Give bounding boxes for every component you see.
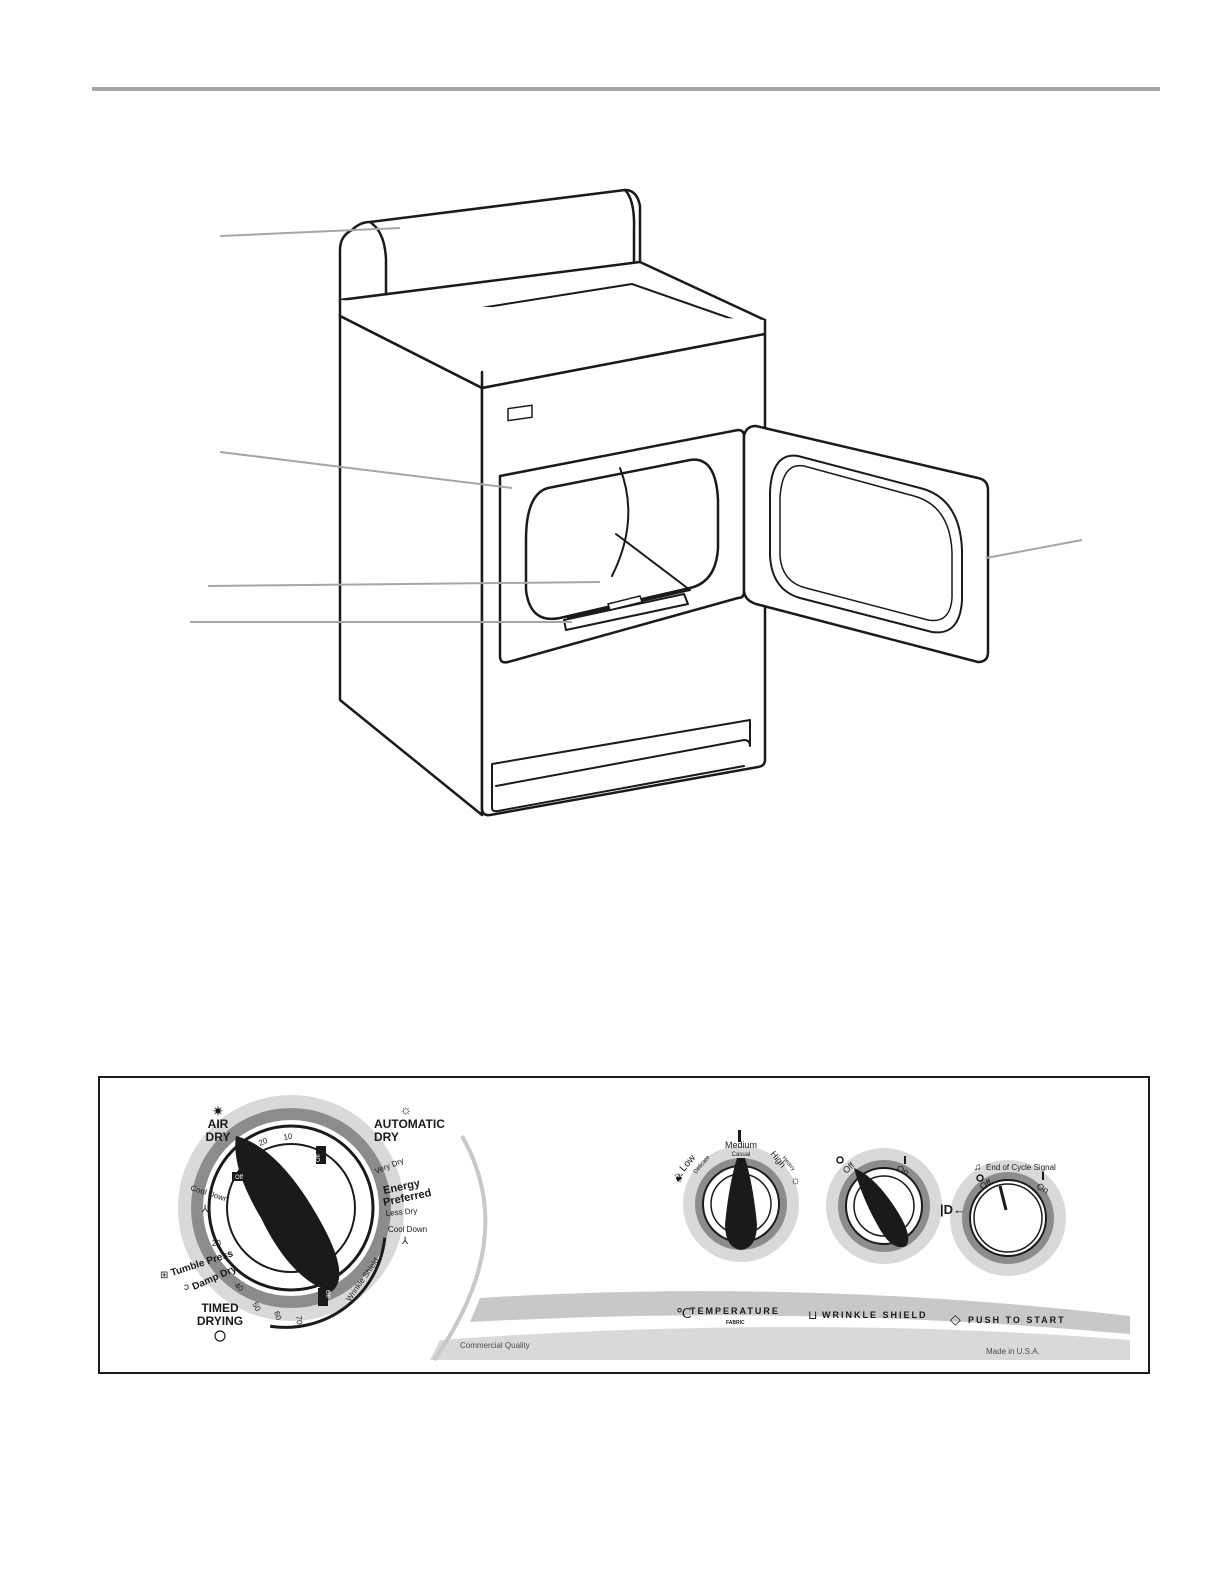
wrinkle-knob-pointer bbox=[854, 1168, 909, 1248]
tick-20: 20 bbox=[257, 1136, 269, 1148]
timed-drying-label-1: TIMED bbox=[201, 1301, 239, 1315]
temp-medium-label: Medium bbox=[725, 1140, 757, 1150]
damp-dry-icon: ↄ bbox=[184, 1282, 189, 1293]
off-mark-auto-text: Off bbox=[316, 1154, 322, 1162]
made-in-label: Made in U.S.A. bbox=[986, 1347, 1040, 1356]
bell-icon: ♫ bbox=[974, 1162, 982, 1173]
dryer-illustration bbox=[190, 188, 1083, 817]
high-sun-icon: ☼ bbox=[790, 1173, 801, 1187]
model-plate bbox=[507, 404, 533, 422]
start-icon: ◇ bbox=[950, 1311, 961, 1327]
off-mark-air bbox=[232, 1172, 248, 1181]
top-rule bbox=[92, 87, 1160, 91]
end-of-cycle-signal-selector[interactable] bbox=[950, 1160, 1066, 1276]
automatic-dry-label-2: DRY bbox=[374, 1130, 399, 1144]
temp-casual-label: Casual bbox=[732, 1152, 751, 1158]
control-panel-drawing: ✷ AIR DRY ☼ AUTOMATIC DRY Very Dry Energ… bbox=[160, 1095, 1130, 1362]
tick-70: 70 bbox=[294, 1315, 304, 1325]
dryer-drawing bbox=[190, 188, 1083, 817]
off-mark-timed-text: Off bbox=[324, 1290, 330, 1298]
fabric-label: FABRIC bbox=[726, 1320, 745, 1326]
push-to-start-label: PUSH TO START bbox=[968, 1315, 1066, 1325]
air-dry-label-1: AIR bbox=[208, 1117, 229, 1131]
temperature-selector[interactable] bbox=[683, 1146, 799, 1262]
wrinkle-off-icon bbox=[836, 1156, 844, 1164]
off-mark-timed bbox=[318, 1288, 328, 1306]
cool-down-right-label: Cool Down bbox=[388, 1225, 427, 1234]
less-dry-label: Less Dry bbox=[385, 1206, 417, 1218]
timer-knob-pointer bbox=[235, 1136, 340, 1292]
off-mark-air-text: Off bbox=[235, 1175, 243, 1181]
console-panel bbox=[338, 188, 642, 308]
wrinkle-shield-band-label: WRINKLE SHIELD bbox=[822, 1310, 928, 1320]
air-dry-label-2: DRY bbox=[206, 1130, 231, 1144]
tick-60: 60 bbox=[272, 1310, 283, 1322]
callout-leaders bbox=[190, 227, 1083, 623]
off-mark-auto bbox=[316, 1146, 326, 1164]
cabinet-side bbox=[338, 314, 484, 817]
timed-drying-label-2: DRYING bbox=[197, 1314, 243, 1328]
end-of-cycle-signal-label: End of Cycle Signal bbox=[986, 1163, 1056, 1172]
panel-band bbox=[470, 1291, 1130, 1334]
temperature-icon: ℃ bbox=[676, 1305, 692, 1321]
air-dry-icon: ✷ bbox=[212, 1103, 224, 1119]
signal-on-icon bbox=[1042, 1172, 1044, 1180]
temperature-band-label: TEMPERATURE bbox=[690, 1306, 780, 1316]
wrinkle-shield-icon: ⊔ bbox=[808, 1308, 817, 1322]
leader-door bbox=[985, 539, 1083, 559]
wrinkle-on-icon bbox=[904, 1156, 906, 1164]
timed-drying-clock-icon bbox=[214, 1330, 226, 1342]
automatic-dry-icon: ☼ bbox=[400, 1102, 412, 1117]
door-window bbox=[769, 454, 963, 634]
cool-down-left-icon: ⅄ bbox=[201, 1204, 209, 1215]
tick-20-timed: 20 bbox=[212, 1239, 221, 1248]
tumble-press-icon: ⊞ bbox=[160, 1270, 168, 1281]
tick-10: 10 bbox=[283, 1131, 294, 1142]
panel-separator-arc bbox=[432, 1135, 488, 1362]
signal-knob-pointer bbox=[998, 1185, 1008, 1211]
commercial-quality-label: Commercial Quality bbox=[460, 1341, 530, 1350]
lint-screen bbox=[563, 593, 689, 631]
wrinkle-shield-selector[interactable] bbox=[826, 1148, 942, 1264]
leader-model-plate bbox=[219, 451, 513, 489]
door-arrow-icon: |D← bbox=[940, 1202, 966, 1217]
automatic-dry-label-1: AUTOMATIC bbox=[374, 1117, 445, 1131]
leader-drum bbox=[207, 581, 601, 587]
control-panel: ✷ AIR DRY ☼ AUTOMATIC DRY Very Dry Energ… bbox=[98, 1076, 1150, 1374]
signal-off-icon bbox=[976, 1174, 984, 1182]
temperature-knob-pointer bbox=[725, 1158, 757, 1250]
leader-console bbox=[219, 227, 401, 237]
low-leaf-icon: ❦ bbox=[674, 1171, 684, 1185]
medium-thermo-icon bbox=[738, 1130, 741, 1142]
cool-down-right-icon: ⅄ bbox=[401, 1236, 409, 1247]
cycle-timer-dial[interactable] bbox=[178, 1095, 404, 1338]
